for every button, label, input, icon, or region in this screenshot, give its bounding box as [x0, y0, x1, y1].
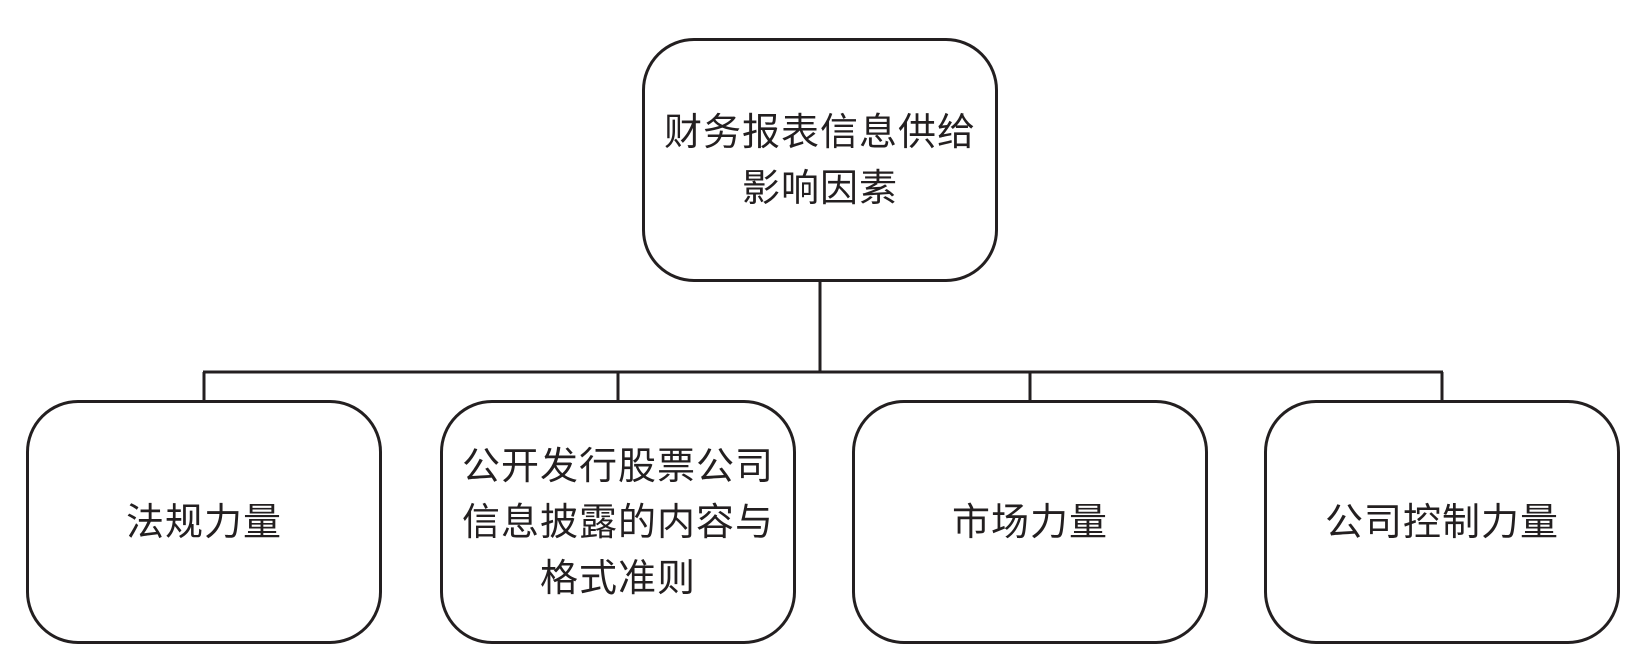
child-node-label-line: 市场力量: [951, 500, 1108, 544]
child-node-label-line: 格式准则: [539, 556, 696, 600]
child-node-regulatory-force: 法规力量: [26, 400, 382, 644]
child-node-label-line: 公司控制力量: [1324, 500, 1559, 544]
child-node-label: 市场力量: [952, 494, 1108, 550]
child-node-label-line: 法规力量: [125, 500, 282, 544]
root-node-label-line: 财务报表信息供给: [663, 110, 976, 154]
child-node-disclosure-standards: 公开发行股票公司 信息披露的内容与 格式准则: [440, 400, 796, 644]
root-node: 财务报表信息供给 影响因素: [642, 38, 998, 282]
child-node-label-line: 公开发行股票公司: [461, 444, 774, 488]
child-node-label: 法规力量: [126, 494, 282, 550]
child-node-label-line: 信息披露的内容与: [461, 500, 774, 544]
root-node-label-line: 影响因素: [741, 166, 898, 210]
root-node-label: 财务报表信息供给 影响因素: [664, 104, 976, 216]
child-node-market-force: 市场力量: [852, 400, 1208, 644]
child-node-corporate-control-force: 公司控制力量: [1264, 400, 1620, 644]
child-node-label: 公司控制力量: [1325, 494, 1559, 550]
child-node-label: 公开发行股票公司 信息披露的内容与 格式准则: [462, 438, 774, 606]
